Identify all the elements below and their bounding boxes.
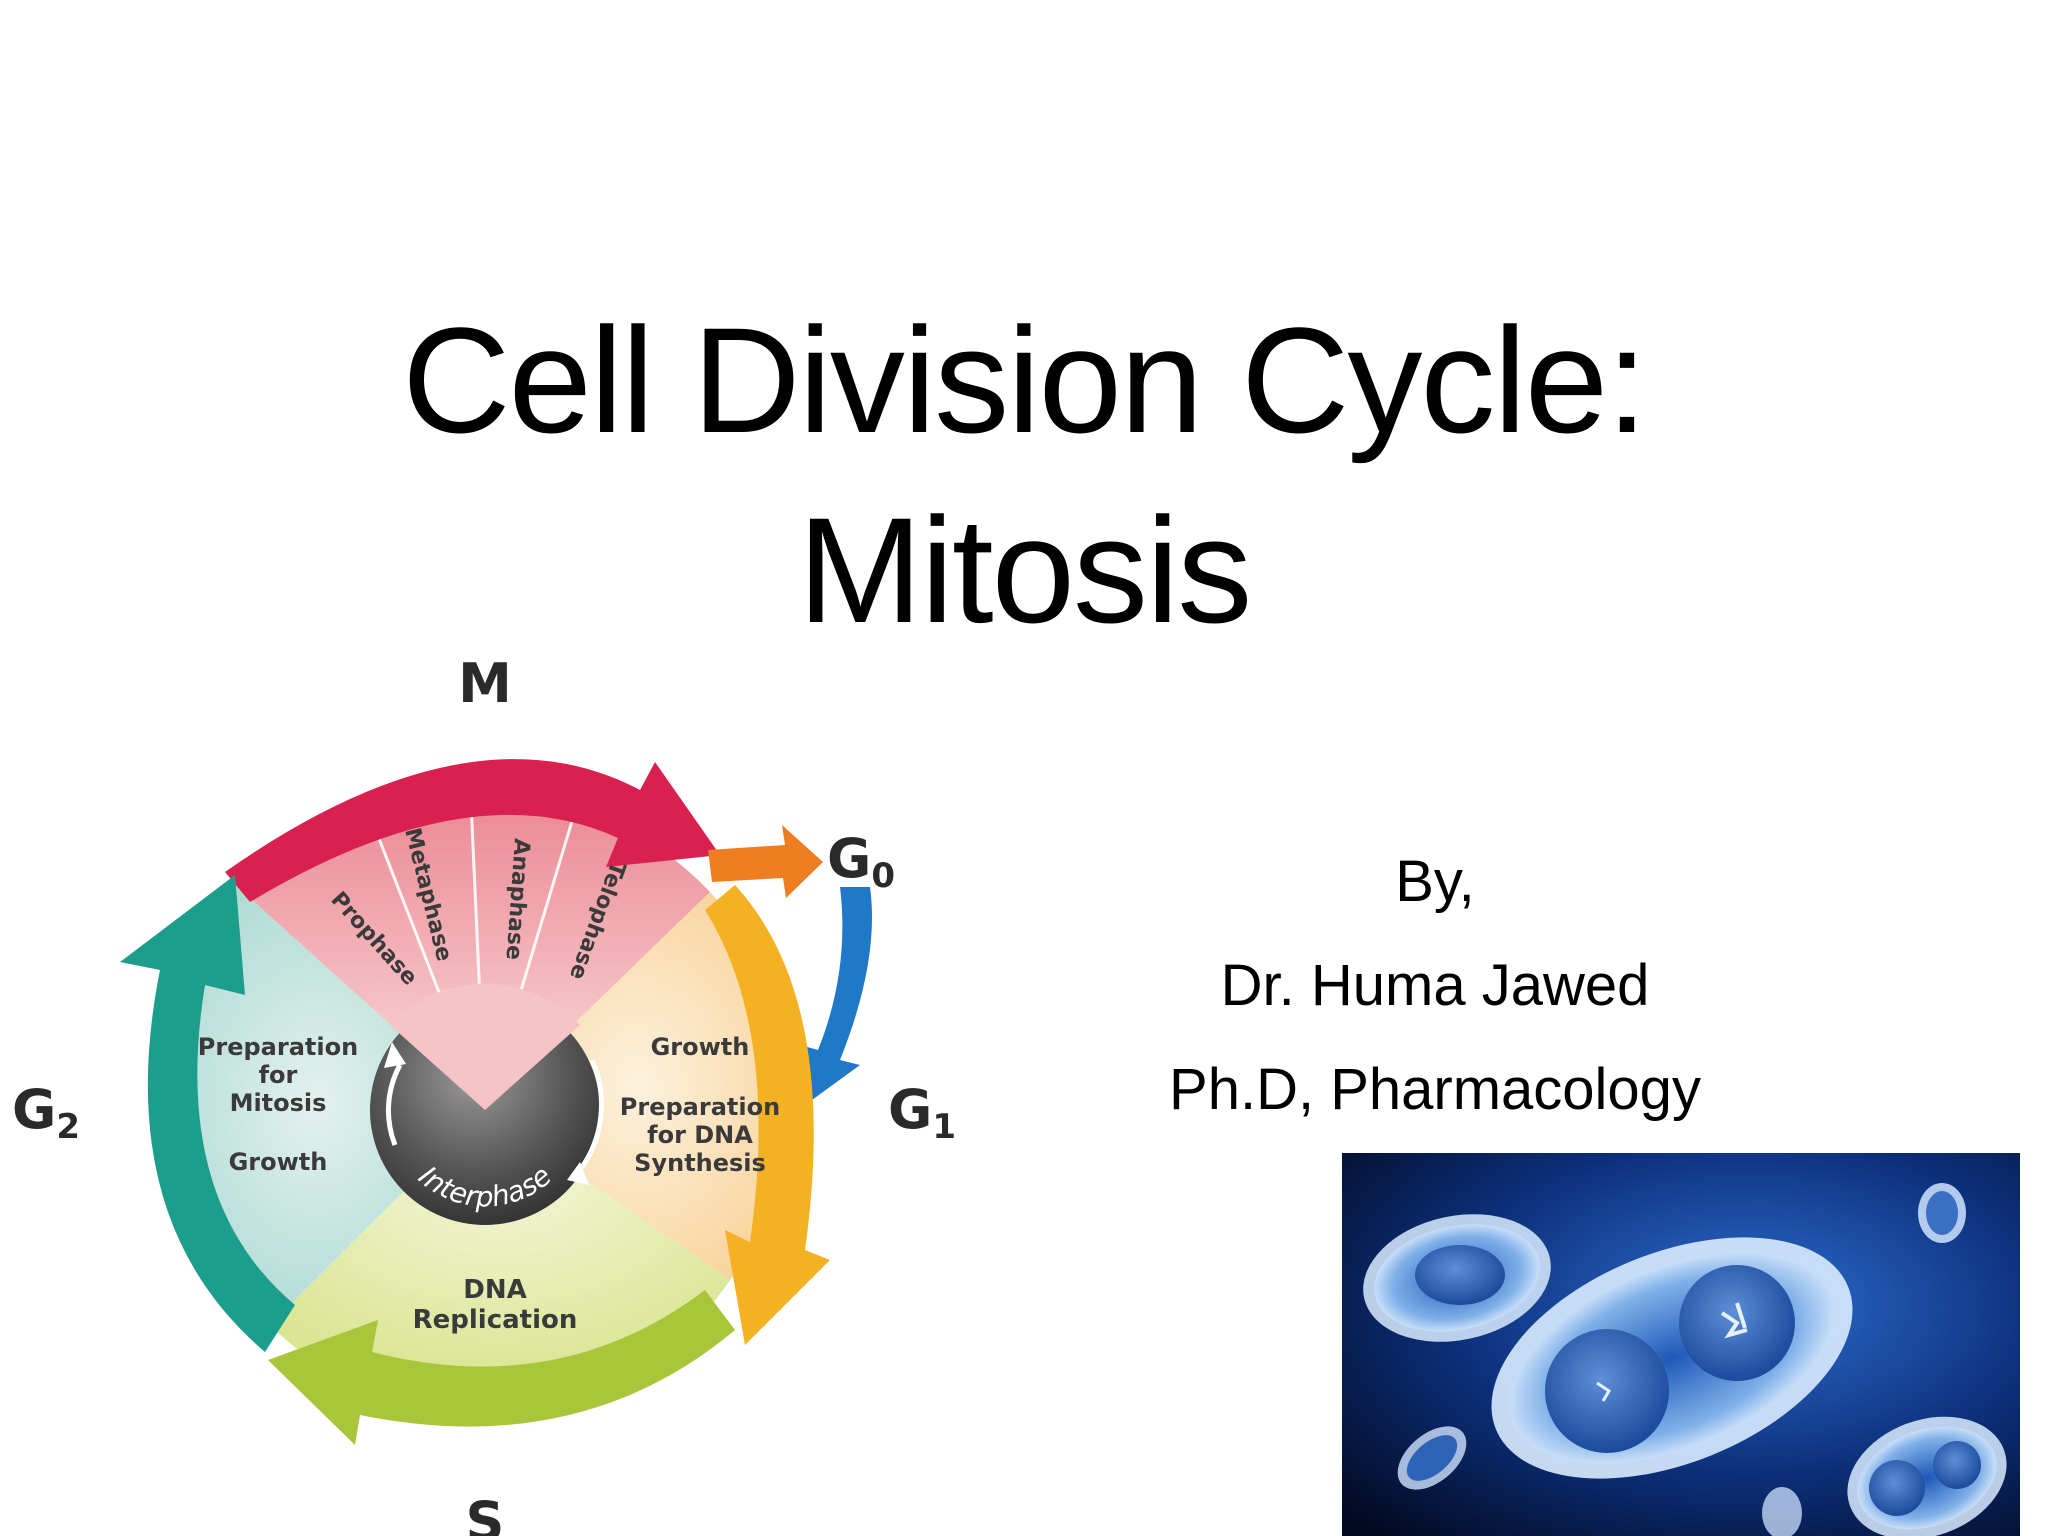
large-dividing-cell: [1491, 1237, 1853, 1479]
g1-text-4: Synthesis: [634, 1149, 766, 1177]
s-text-1: DNA: [463, 1275, 526, 1305]
svg-text:G2: G2: [12, 1078, 80, 1147]
m-arrow: [225, 759, 720, 902]
g2-text-1: Preparation: [198, 1033, 358, 1061]
right-cell: [1847, 1416, 2007, 1536]
g0-subscript: 0: [871, 856, 895, 896]
slide-title: Cell Division Cycle: Mitosis: [0, 285, 2048, 665]
g1-phase-label: G: [888, 1078, 932, 1141]
author-credentials: Ph.D, Pharmacology: [1169, 1057, 1701, 1122]
g1-text-3: for DNA: [647, 1121, 753, 1149]
svg-text:G0: G0: [827, 827, 895, 896]
left-cell: [1363, 1214, 1551, 1342]
title-line-2: Mitosis: [797, 486, 1253, 654]
s-sector: [270, 1110, 730, 1413]
author-by: By,: [1395, 849, 1475, 914]
g2-text-4: Growth: [229, 1148, 328, 1176]
g1-arrow: [705, 885, 830, 1345]
g0-arrow: [708, 825, 823, 898]
m-phase-label: M: [458, 652, 512, 715]
small-cells: [1397, 1183, 1966, 1536]
author-name: Dr. Huma Jawed: [1220, 953, 1650, 1018]
g2-text-3: Mitosis: [230, 1089, 327, 1117]
s-phase-label: S: [466, 1490, 505, 1536]
g1-text-2: Preparation: [620, 1093, 780, 1121]
m-sector: [230, 786, 710, 1110]
g2-arrow: [120, 875, 295, 1352]
g1-text-1: Growth: [651, 1033, 750, 1061]
g2-phase-label: G: [12, 1078, 56, 1141]
title-line-1: Cell Division Cycle:: [402, 296, 1648, 464]
dividing-cells-image: [1342, 1153, 2020, 1536]
g2-text-2: for: [259, 1061, 298, 1089]
g2-subscript: 2: [56, 1107, 80, 1147]
g1-subscript: 1: [932, 1107, 956, 1147]
author-block: By, Dr. Huma Jawed Ph.D, Pharmacology: [1080, 830, 1790, 1142]
cell-cycle-diagram: Interphase M G0 G1 G2 S Prophase Metapha…: [12, 652, 956, 1536]
g0-phase-label: G: [827, 827, 871, 890]
s-text-2: Replication: [413, 1305, 578, 1335]
g1-sector: [485, 892, 792, 1280]
g0-to-g1-arrow: [800, 887, 872, 1100]
svg-text:G1: G1: [888, 1078, 956, 1147]
s-arrow: [268, 1290, 735, 1445]
